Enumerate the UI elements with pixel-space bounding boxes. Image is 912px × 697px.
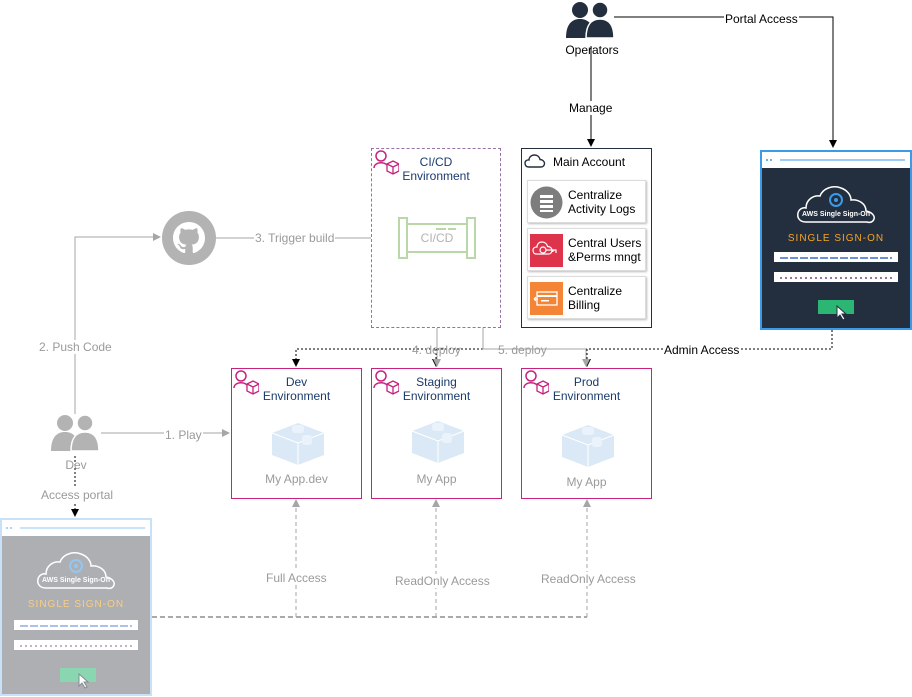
billing-icon: [530, 282, 563, 315]
sso-username-field[interactable]: [14, 620, 138, 630]
sso-password-field[interactable]: [14, 640, 138, 650]
dev-users-icon: [51, 413, 101, 453]
cloud-icon: [524, 152, 546, 173]
cicd-title: CI/CD Environment: [402, 155, 470, 183]
environment-title: Prod Environment: [552, 375, 621, 403]
app-puzzle-icon: [408, 417, 468, 468]
label-full-access: Full Access: [265, 571, 328, 585]
sso-portal-operators[interactable]: AWS Single Sign-On SINGLE SIGN-ON: [760, 150, 912, 330]
label-portal-access: Portal Access: [724, 12, 799, 26]
service-label: Centralize Billing: [568, 284, 623, 312]
account-icon: [373, 150, 400, 179]
label-admin-access: Admin Access: [663, 343, 741, 357]
app-label: My App.dev: [265, 472, 328, 486]
environment-title: Dev Environment: [262, 375, 331, 403]
app-puzzle-icon: [268, 419, 328, 470]
svg-text:AWS Single Sign-On: AWS Single Sign-On: [42, 577, 110, 584]
operators-icon: [566, 0, 616, 40]
main-account: Main Account Centralize Activity Logs Ce…: [521, 148, 652, 328]
iam-icon: [530, 234, 563, 267]
sso-password-field[interactable]: [774, 272, 898, 282]
label-play: 1. Play: [164, 428, 203, 442]
cursor-icon: [78, 672, 92, 692]
account-icon: [233, 370, 260, 399]
edge-push-code: [74, 233, 161, 414]
prod-environment: Prod Environment My App: [521, 368, 652, 499]
github-icon: [161, 210, 217, 266]
edge-admin-access: [292, 330, 833, 367]
sso-username-field[interactable]: [774, 252, 898, 262]
cloudtrail-icon: [530, 186, 563, 219]
service-billing: Centralize Billing: [527, 276, 646, 319]
cicd-environment: CI/CD Environment CI/CD: [371, 148, 501, 328]
service-label: Centralize Activity Logs: [568, 188, 636, 216]
label-access-portal: Access portal: [40, 488, 115, 502]
label-manage: Manage: [568, 101, 614, 115]
sso-title: SINGLE SIGN-ON: [787, 233, 885, 244]
main-account-title: Main Account: [553, 155, 626, 169]
service-label: Central Users &Perms mngt: [568, 236, 642, 264]
sso-title: SINGLE SIGN-ON: [27, 599, 125, 610]
app-puzzle-icon: [558, 421, 618, 472]
cursor-icon: [836, 304, 850, 324]
pipeline-label: CI/CD: [420, 231, 454, 245]
app-label: My App: [416, 472, 457, 486]
app-label: My App: [566, 475, 607, 489]
operators-label: Operators: [565, 43, 619, 57]
dev-label: Dev: [65, 458, 87, 472]
sso-logo-icon: AWS Single Sign-On: [796, 184, 876, 226]
label-readonly-staging: ReadOnly Access: [394, 574, 491, 588]
sso-signin-button[interactable]: [60, 668, 96, 682]
service-users-perms: Central Users &Perms mngt: [527, 228, 646, 271]
label-trigger-build: 3. Trigger build: [254, 231, 336, 245]
window-titlebar: [762, 152, 910, 168]
label-push-code: 2. Push Code: [38, 340, 113, 354]
label-readonly-prod: ReadOnly Access: [540, 572, 637, 586]
svg-text:AWS Single Sign-On: AWS Single Sign-On: [802, 211, 870, 218]
sso-portal-dev[interactable]: AWS Single Sign-On SINGLE SIGN-ON: [0, 518, 152, 696]
sso-signin-button[interactable]: [818, 300, 854, 314]
dev-environment: Dev Environment My App.dev: [231, 368, 362, 499]
label-deploy-5: 5. deploy: [498, 343, 547, 357]
service-activity-logs: Centralize Activity Logs: [527, 180, 646, 223]
staging-environment: Staging Environment My App: [371, 368, 502, 499]
edge-portal-access: [614, 16, 837, 148]
window-titlebar: [2, 520, 150, 536]
environment-title: Staging Environment: [402, 375, 471, 403]
sso-logo-icon: AWS Single Sign-On: [36, 550, 116, 592]
pipeline-icon: CI/CD: [398, 217, 476, 259]
label-deploy-4: 4. deploy: [412, 343, 461, 357]
